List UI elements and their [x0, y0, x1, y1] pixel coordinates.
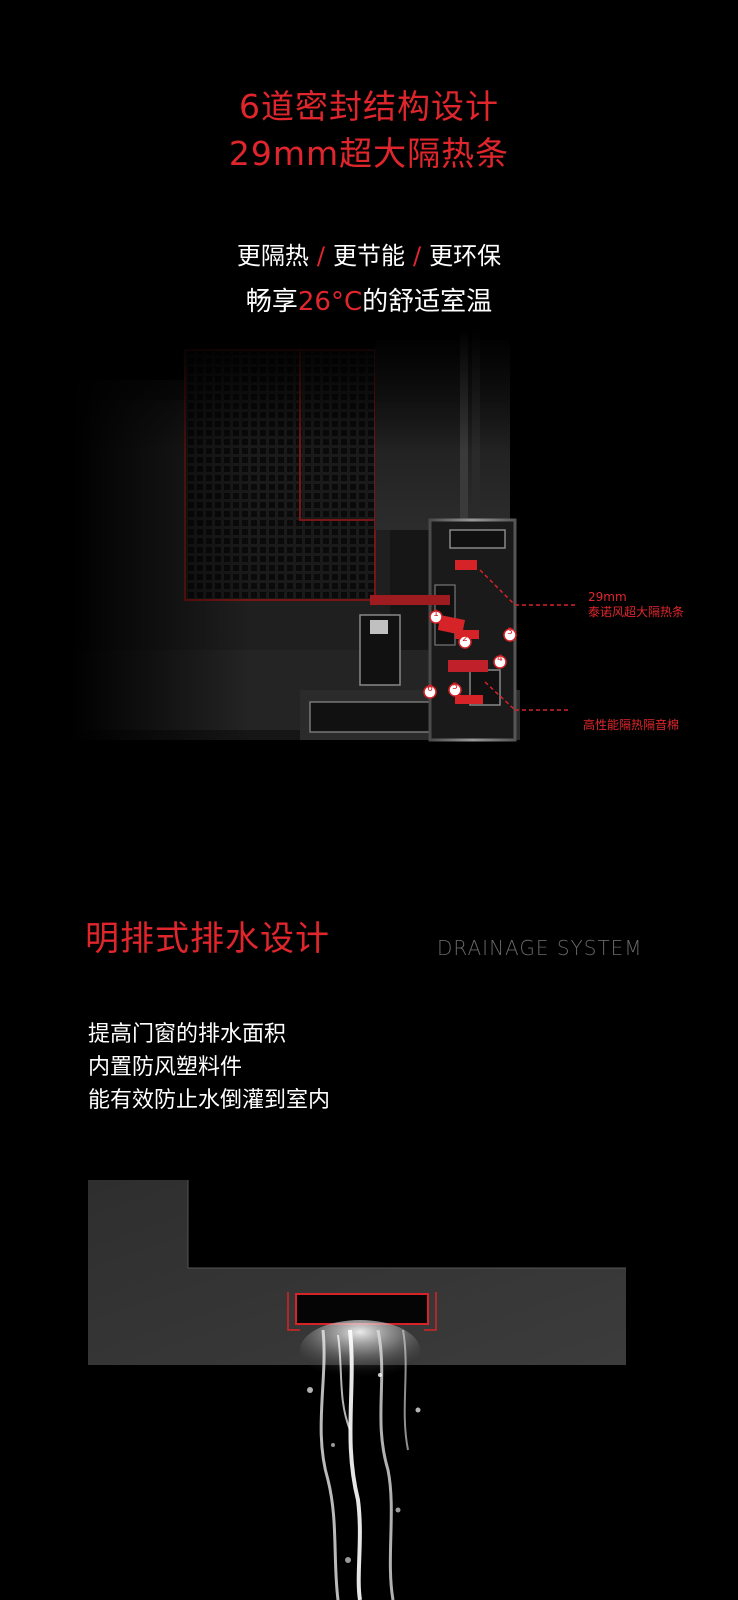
callout-thermal-strip-size: 29mm — [588, 590, 627, 604]
seal-number: 4 — [497, 654, 503, 664]
feature-separator: / — [413, 242, 422, 270]
section2-description: 提高门窗的排水面积 内置防风塑料件 能有效防止水倒灌到室内 — [88, 1018, 330, 1117]
feature-separator: / — [316, 242, 325, 270]
section1-title-line1: 6道密封结构设计 — [239, 87, 499, 126]
seal-number: 5 — [452, 682, 458, 692]
seal-number: 6 — [427, 684, 433, 694]
feature-item: 更隔热 — [236, 242, 309, 270]
tagline-suffix: 的舒适室温 — [362, 287, 493, 317]
feature-item: 更环保 — [429, 242, 502, 270]
drainage-illustration — [88, 1180, 628, 1600]
callout-thermal-strip: 29mm 泰诺风超大隔热条 — [588, 590, 684, 620]
window-profile-illustration: 1 2 3 4 5 6 — [70, 330, 670, 820]
description-line: 提高门窗的排水面积 — [88, 1022, 287, 1047]
section2-title-en: DRAINAGE SYSTEM — [437, 936, 643, 960]
seal-number: 2 — [462, 634, 468, 644]
section2-title: 明排式排水设计 — [85, 919, 330, 959]
seal-number: 3 — [507, 627, 513, 637]
description-line: 能有效防止水倒灌到室内 — [88, 1088, 331, 1113]
tagline-prefix: 畅享 — [245, 287, 298, 317]
feature-item: 更节能 — [333, 242, 405, 270]
callout-thermal-strip-label: 泰诺风超大隔热条 — [588, 605, 685, 619]
tagline: 畅享26°C的舒适室温 — [0, 289, 738, 315]
callout-insulation-cotton: 高性能隔热隔音棉 — [583, 718, 680, 732]
seal-number: 1 — [433, 609, 439, 619]
description-line: 内置防风塑料件 — [88, 1055, 243, 1080]
tagline-temperature: 26°C — [297, 287, 363, 317]
section1-title-line2: 29mm超大隔热条 — [228, 134, 510, 173]
feature-list: 更隔热/更节能/更环保 — [0, 244, 738, 268]
